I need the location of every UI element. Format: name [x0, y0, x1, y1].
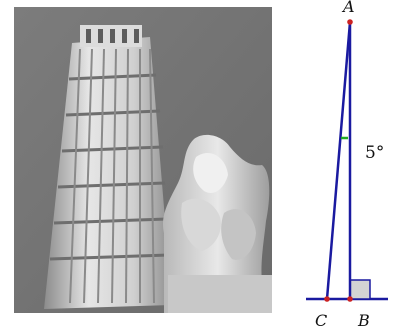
- statue: [163, 134, 272, 313]
- tilt-diagram: A C B 5°: [306, 0, 388, 330]
- label-b: B: [357, 311, 370, 330]
- leaning-tower-photo: [14, 7, 272, 313]
- label-a: A: [341, 0, 355, 16]
- point-a: [347, 19, 353, 25]
- right-angle-marker: [349, 279, 371, 300]
- angle-label: 5°: [365, 143, 384, 163]
- point-c: [324, 296, 330, 302]
- point-b: [347, 296, 353, 302]
- label-c: C: [315, 311, 327, 330]
- tower: [44, 25, 172, 309]
- line-ac: [325, 21, 352, 300]
